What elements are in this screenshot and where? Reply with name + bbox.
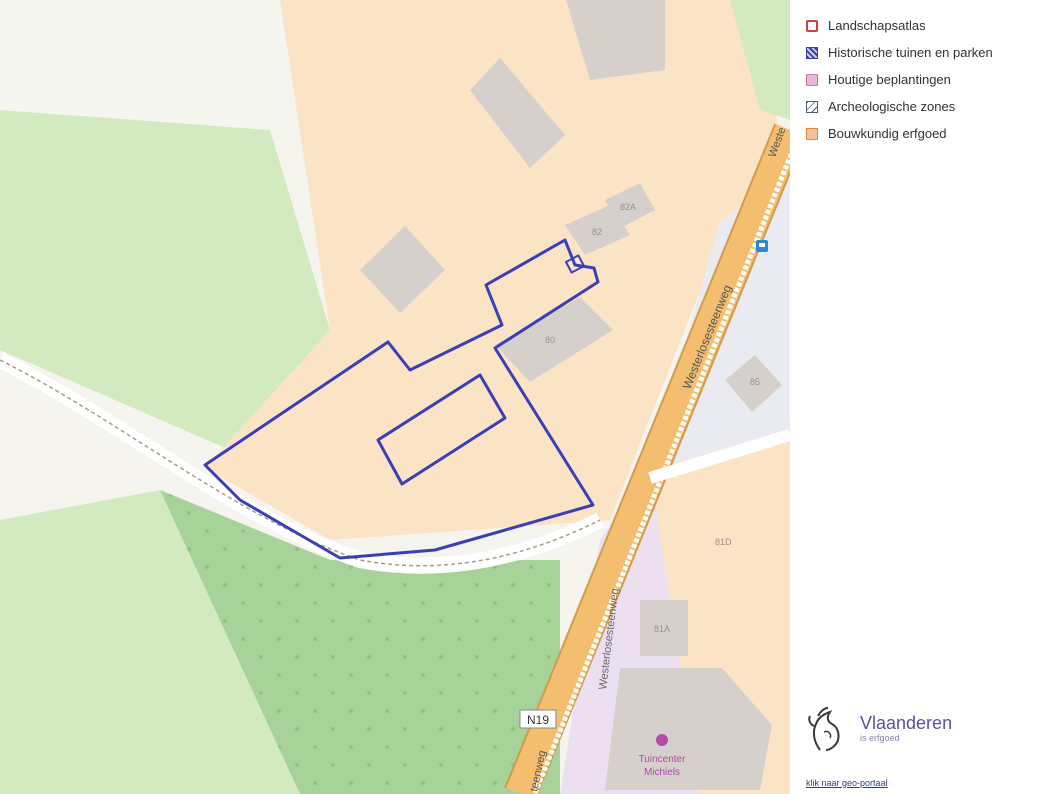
building-garden-center — [605, 668, 772, 790]
route-shield-box — [519, 709, 557, 729]
building — [360, 226, 445, 313]
poi-label: Tuincenter — [639, 754, 687, 765]
buildings — [360, 0, 782, 790]
map-canvas[interactable]: Westerlosesteenweg Westerlosesteenweg te… — [0, 0, 790, 794]
house-number: 81D — [715, 537, 732, 547]
building-80 — [495, 297, 613, 382]
route-shield: N19 — [519, 709, 557, 729]
legend-item-archeologische-zones: Archeologische zones — [806, 93, 1034, 120]
open-area — [0, 0, 300, 130]
building-82 — [565, 205, 630, 255]
legend-swatch — [806, 127, 818, 140]
shop-icon[interactable] — [656, 734, 668, 746]
logo-subtitle: is erfgoed — [860, 732, 900, 743]
bus-stop — [756, 240, 768, 252]
map-view[interactable]: Westerlosesteenweg Westerlosesteenweg te… — [0, 0, 790, 794]
side-street — [648, 429, 790, 484]
bus-stop-icon-window — [759, 243, 765, 247]
legend-swatch — [806, 19, 818, 32]
building — [470, 58, 565, 168]
building — [566, 0, 665, 80]
grass-area — [0, 110, 330, 450]
building-85 — [725, 355, 782, 412]
house-number: 82 — [592, 227, 602, 237]
main-road — [506, 124, 790, 794]
route-number: N19 — [527, 713, 549, 727]
legend-item-houtige-beplantingen: Houtige beplantingen — [806, 66, 1034, 93]
building-82a — [605, 183, 655, 228]
logo-name: Vlaanderen — [860, 713, 953, 734]
house-number: 85 — [750, 377, 760, 387]
legend-swatch — [806, 100, 818, 113]
legend: Landschapsatlas Historische tuinen en pa… — [806, 12, 1034, 147]
cycle-path — [532, 150, 790, 794]
parcel-inner-rectangle — [376, 373, 507, 486]
house-numbers: 82 82A 80 85 81D 81A — [545, 202, 760, 634]
legend-label: Historische tuinen en parken — [828, 45, 993, 60]
parcel-boundary — [203, 238, 600, 560]
vlaanderen-logo: Vlaanderen is erfgoed — [806, 704, 952, 754]
legend-swatch — [806, 73, 818, 86]
legend-label: Landschapsatlas — [828, 18, 926, 33]
parcel-outline — [203, 238, 600, 560]
legend-label: Archeologische zones — [828, 99, 956, 114]
lion-icon — [808, 707, 840, 751]
parcel-notch — [564, 254, 586, 274]
legend-item-bouwkundig-erfgoed: Bouwkundig erfgoed — [806, 120, 1034, 147]
legend-label: Bouwkundig erfgoed — [828, 126, 947, 141]
building-81a — [640, 600, 688, 656]
house-number: 81A — [654, 624, 670, 634]
legend-item-landschapsatlas: Landschapsatlas — [806, 12, 1034, 39]
house-number: 82A — [620, 202, 636, 212]
legend-item-historische-tuinen: Historische tuinen en parken — [806, 39, 1034, 66]
geo-portal-link[interactable]: klik naar geo-portaal — [806, 778, 888, 788]
footpath-line — [0, 359, 601, 567]
grass-corner — [730, 0, 790, 120]
residential-area — [205, 0, 780, 540]
poi-garden-center[interactable]: Tuincenter Michiels — [639, 734, 687, 778]
house-number: 80 — [545, 335, 555, 345]
legend-swatch — [806, 46, 818, 59]
legend-label: Houtige beplantingen — [828, 72, 951, 87]
poi-label: Michiels — [644, 767, 680, 778]
